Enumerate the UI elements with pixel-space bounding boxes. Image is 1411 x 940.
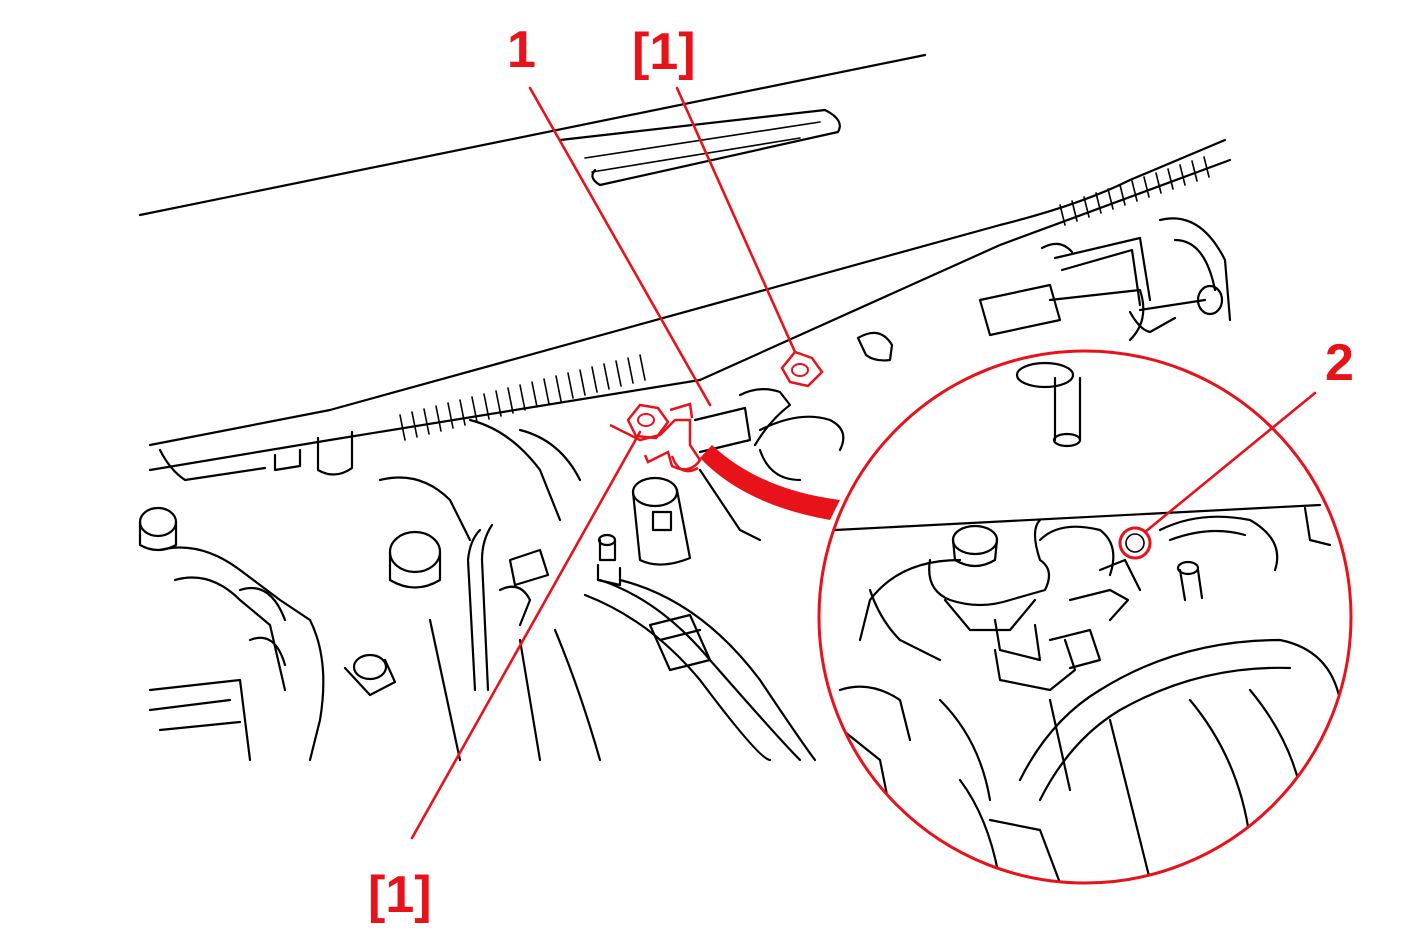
component-1-highlight <box>609 418 702 471</box>
leader-bracket-top <box>675 86 797 354</box>
cowl-vent-ribs-right <box>1059 156 1210 226</box>
zoom-detail <box>819 351 1351 883</box>
zoom-circle-border <box>817 349 1353 885</box>
fastener-highlight-top <box>780 350 824 388</box>
zoom-pointer <box>700 445 840 520</box>
callout-label-2: 2 <box>1325 334 1354 392</box>
callout-marks <box>609 350 1152 560</box>
callout-label-bracket-bottom: [1] <box>368 866 432 924</box>
callout-label-1: 1 <box>507 21 536 79</box>
callout-label-bracket-top: [1] <box>632 23 696 81</box>
cowl-vent-ribs-left <box>399 354 646 441</box>
leader-bracket-bottom <box>410 430 642 840</box>
engine-line-art <box>138 53 1232 762</box>
fastener-highlight-bottom <box>626 403 670 440</box>
leader-2 <box>1143 391 1317 534</box>
leader-lines <box>410 86 1317 840</box>
leader-1 <box>528 86 712 407</box>
item-2-highlight <box>1118 526 1152 560</box>
